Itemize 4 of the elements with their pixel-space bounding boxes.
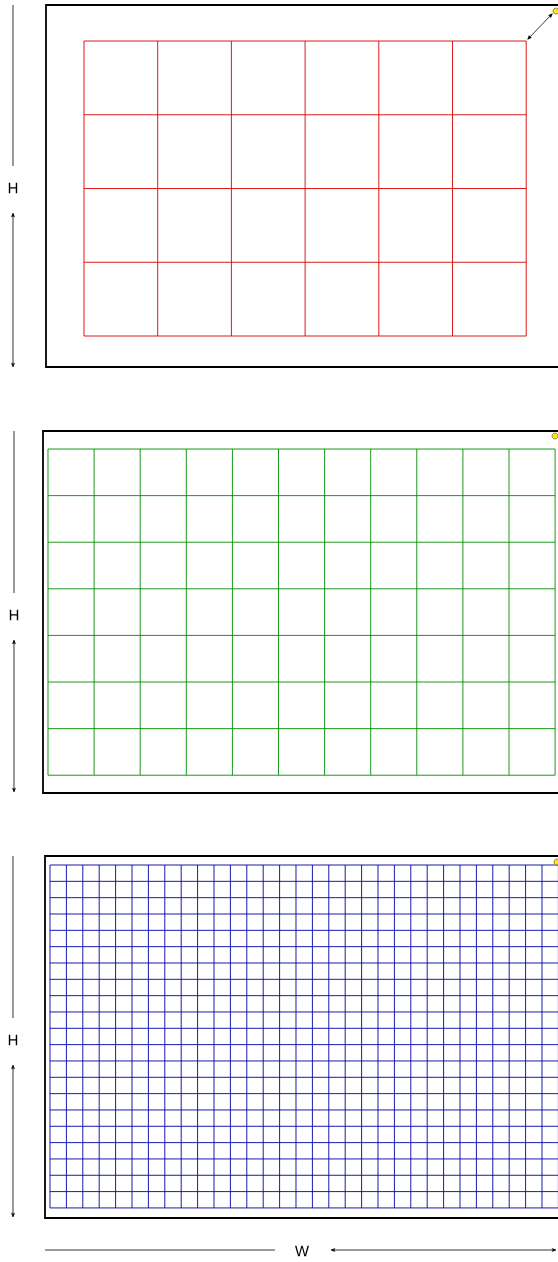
dimension-label: H: [9, 609, 19, 621]
dimension-label: H: [8, 1034, 18, 1046]
dimension-label: H: [8, 182, 18, 194]
dimension-label: W: [295, 1245, 309, 1257]
